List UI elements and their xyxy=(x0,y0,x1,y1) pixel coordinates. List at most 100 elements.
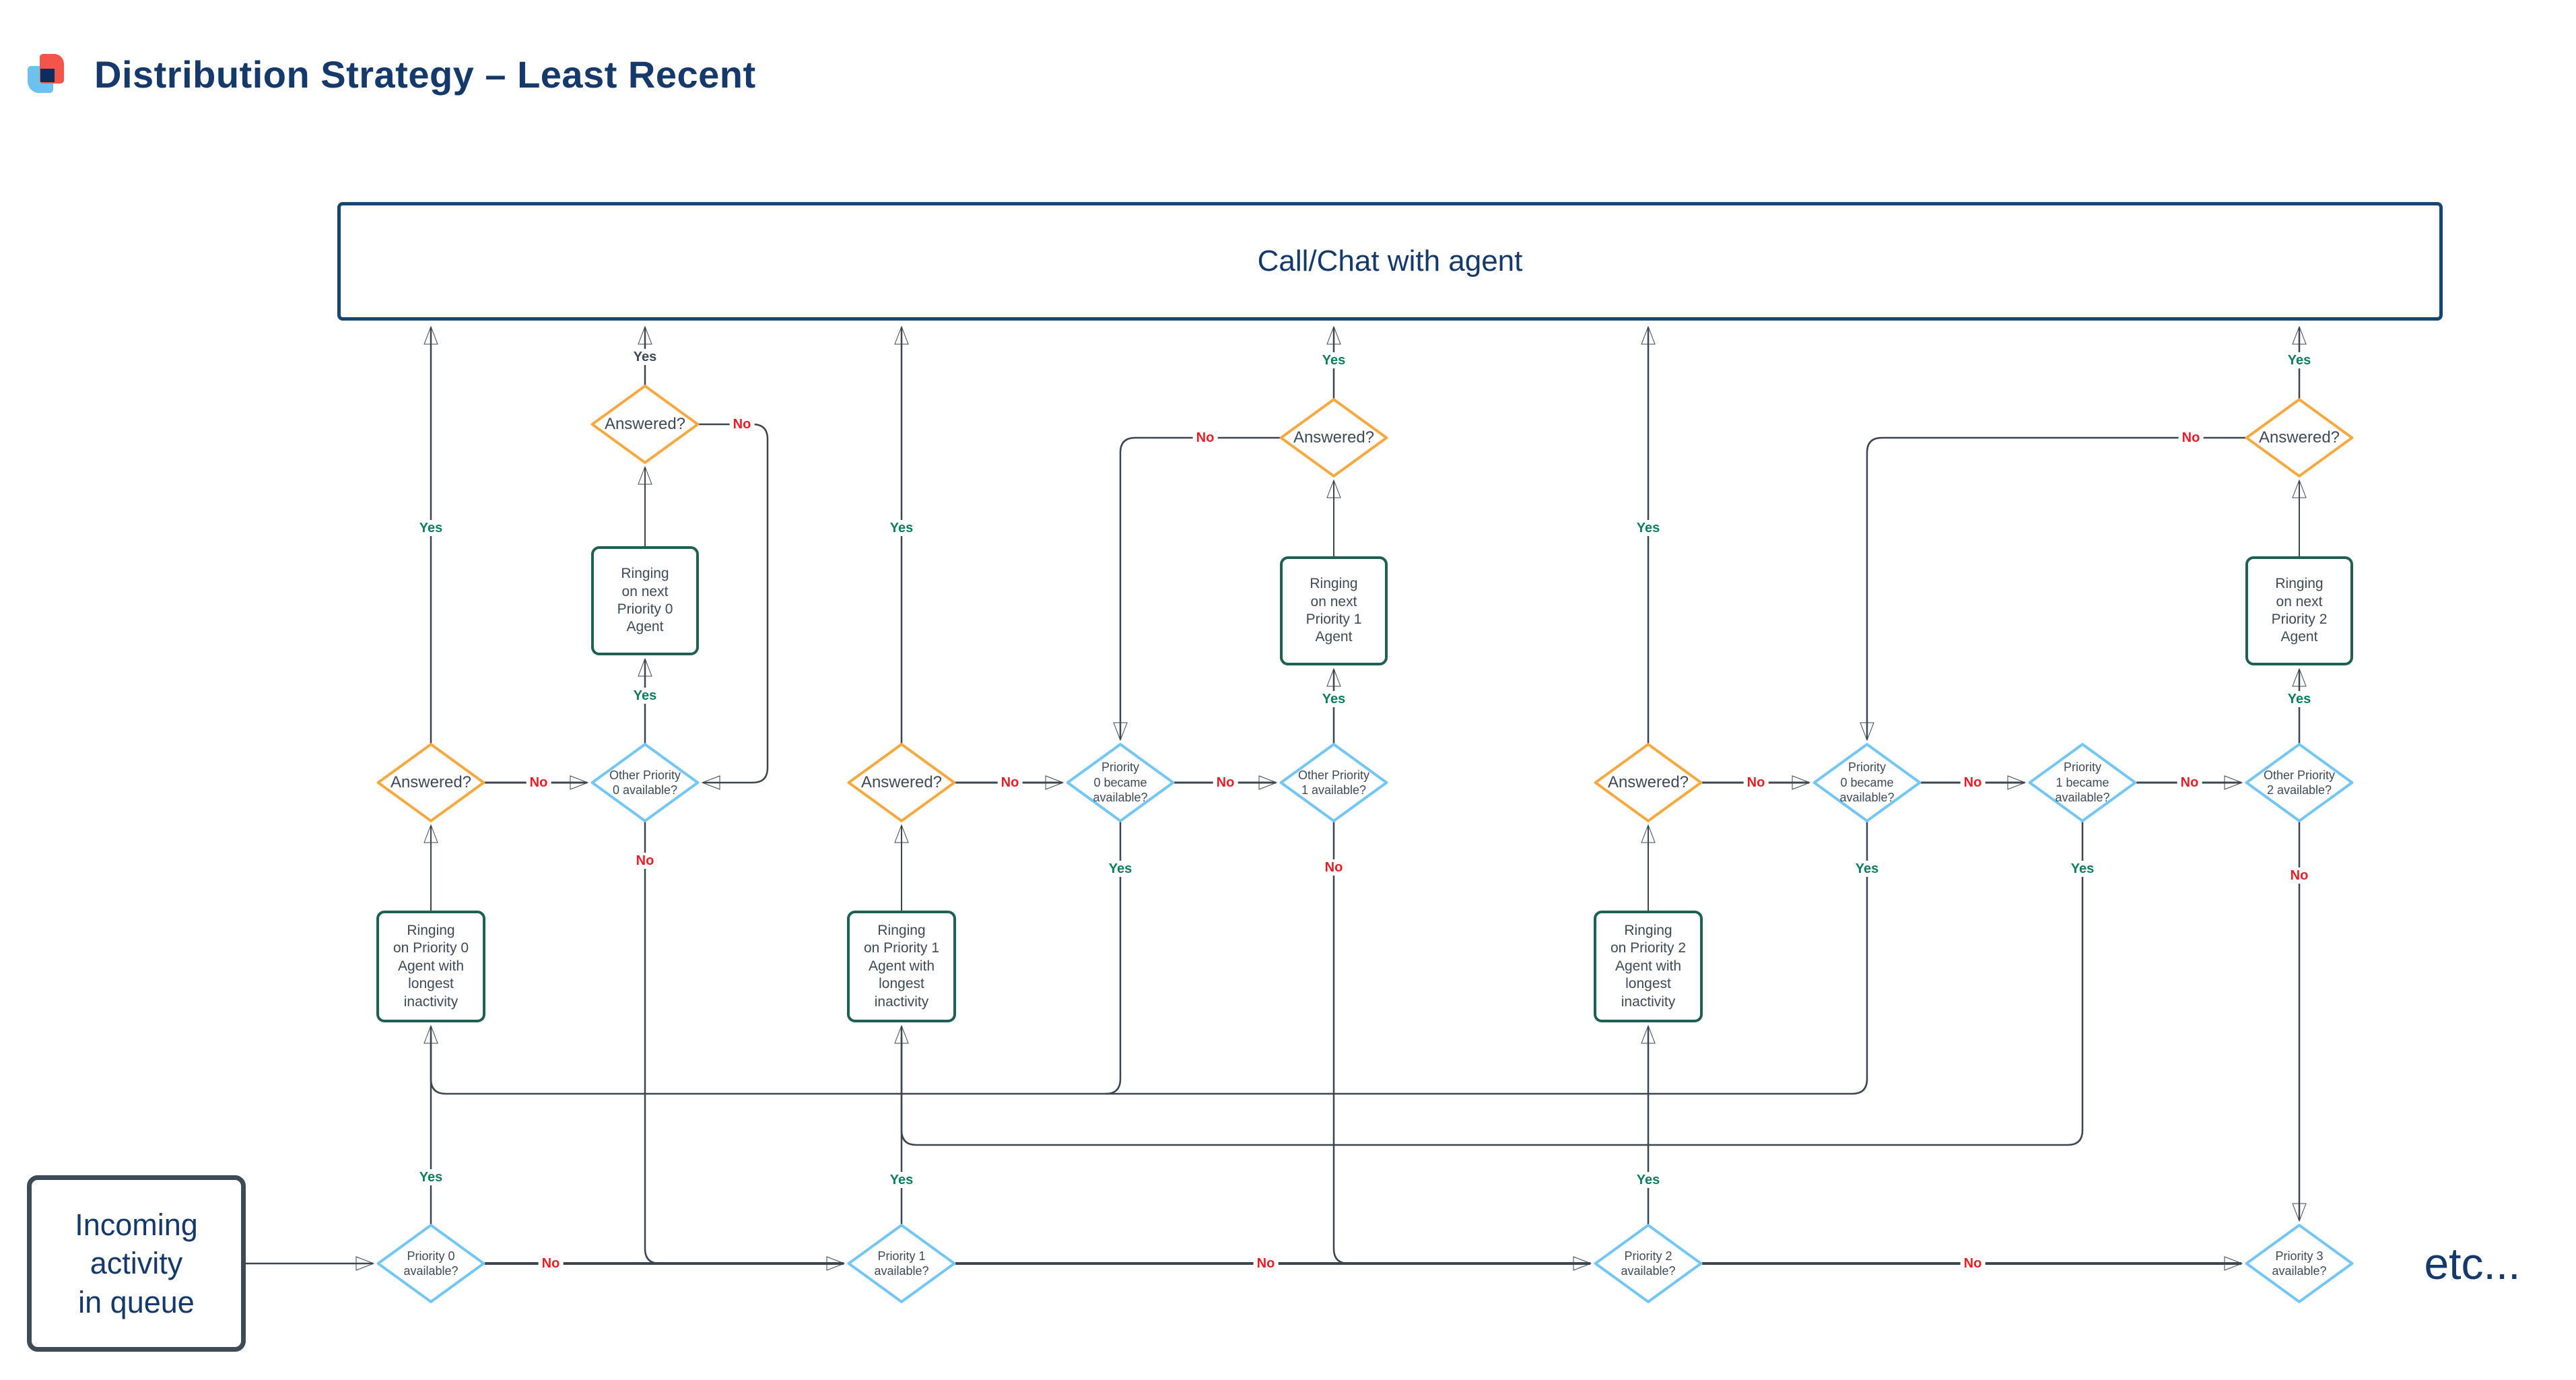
process-label: Ringing on Priority 1 Agent with longest… xyxy=(863,922,940,1010)
edge-label-no-25: No xyxy=(1321,859,1347,876)
edge-label-yes-4: Yes xyxy=(1318,352,1349,368)
edge-label-no-16: No xyxy=(1192,430,1218,446)
edge-label-yes-1: Yes xyxy=(886,520,917,536)
edge-became-p0b-yes-return xyxy=(430,822,1868,1095)
logo xyxy=(28,54,64,93)
diamond-shape xyxy=(2245,399,2353,477)
diamond-shape xyxy=(1280,399,1388,477)
edge-label-yes-10: Yes xyxy=(1852,861,1883,877)
decision-other-priority-1-available: Other Priority 1 available? xyxy=(1280,744,1388,822)
edge-label-no-21: No xyxy=(1743,775,1769,791)
call-chat-label: Call/Chat with agent xyxy=(1257,244,1523,277)
decision-label: Other Priority 2 available? xyxy=(2263,768,2336,797)
process-label: Ringing on Priority 0 Agent with longest… xyxy=(393,922,469,1010)
decision-label: Answered? xyxy=(860,773,943,791)
edge-label-yes-6: Yes xyxy=(630,688,660,704)
diamond-shape xyxy=(848,744,955,822)
process-ringing-priority-2-longest-inactivity: Ringing on Priority 2 Agent with longest… xyxy=(1594,911,1703,1022)
decision-other-priority-0-available: Other Priority 0 available? xyxy=(591,744,699,822)
diamond-shape xyxy=(377,744,485,822)
decision-answered-top-p1: Answered? xyxy=(1280,399,1388,477)
edge-label-no-17: No xyxy=(2178,430,2204,446)
process-ringing-next-priority-1: Ringing on next Priority 1 Agent xyxy=(1280,556,1388,665)
decision-label: Priority 0 became available? xyxy=(1839,760,1895,805)
decision-answered-p2: Answered? xyxy=(1594,744,1702,822)
decision-priority-3-available: Priority 3 available? xyxy=(2245,1224,2353,1303)
edge-label-yes-8: Yes xyxy=(2284,691,2315,707)
edge-label-yes-12: Yes xyxy=(415,1169,446,1185)
diamond-shape xyxy=(848,1224,955,1303)
decision-answered-p1: Answered? xyxy=(848,744,955,822)
decision-priority-0-available: Priority 0 available? xyxy=(377,1224,485,1303)
edge-label-no-19: No xyxy=(997,775,1023,791)
decision-answered-top-p0: Answered? xyxy=(591,385,699,463)
process-label: Ringing on next Priority 0 Agent xyxy=(617,566,673,635)
process-label: Ringing on next Priority 2 Agent xyxy=(2271,576,2328,645)
decision-answered-top-p2: Answered? xyxy=(2245,399,2353,477)
etc-text: etc... xyxy=(2424,1239,2521,1288)
diamond-shape xyxy=(1594,744,1702,822)
decision-label: Priority 3 available? xyxy=(2272,1249,2327,1278)
decision-label: Priority 1 available? xyxy=(874,1249,929,1278)
edge-label-no-22: No xyxy=(1960,775,1986,791)
decision-label: Priority 0 available? xyxy=(403,1249,459,1278)
process-ringing-priority-1-longest-inactivity: Ringing on Priority 1 Agent with longest… xyxy=(847,911,956,1022)
edge-label-no-15: No xyxy=(729,416,755,432)
decision-label: Priority 1 became available? xyxy=(2055,760,2110,805)
decision-label: Other Priority 0 available? xyxy=(609,768,681,797)
decision-label: Answered? xyxy=(1293,428,1375,447)
edge-label-yes-14: Yes xyxy=(1633,1172,1664,1188)
decision-priority-0-became-available-a: Priority 0 became available? xyxy=(1066,744,1174,822)
process-ringing-next-priority-0: Ringing on next Priority 0 Agent xyxy=(591,546,699,655)
decision-priority-0-became-available-b: Priority 0 became available? xyxy=(1813,744,1921,822)
edge-label-yes-3: Yes xyxy=(630,349,660,365)
edge-label-yes-5: Yes xyxy=(2284,352,2315,368)
diamond-shape xyxy=(1066,744,1174,822)
edge-answered-top-p1-no-loop xyxy=(1120,436,1280,740)
diamond-shape xyxy=(1813,744,1921,822)
diamond-shape xyxy=(2029,744,2136,822)
process-ringing-next-priority-2: Ringing on next Priority 2 Agent xyxy=(2245,556,2353,665)
process-ringing-priority-0-longest-inactivity: Ringing on Priority 0 Agent with longest… xyxy=(376,911,485,1022)
edge-other-p0-no-down xyxy=(644,822,660,1265)
decision-label: Answered? xyxy=(604,415,686,433)
terminal-incoming-activity: Incoming activity in queue xyxy=(27,1175,246,1352)
process-label: Ringing on next Priority 1 Agent xyxy=(1306,576,1362,645)
edge-other-p1-no-down xyxy=(1332,822,1349,1265)
edge-answered-top-p0-no-loop xyxy=(699,423,769,783)
edge-label-no-23: No xyxy=(2177,775,2202,791)
edge-label-yes-7: Yes xyxy=(1318,691,1349,707)
decision-priority-2-available: Priority 2 available? xyxy=(1594,1224,1702,1303)
decision-label: Answered? xyxy=(2258,428,2340,447)
decision-label: Other Priority 1 available? xyxy=(1297,768,1370,797)
incoming-label: Incoming activity in queue xyxy=(75,1207,198,1319)
edge-label-no-18: No xyxy=(526,775,551,791)
diamond-shape xyxy=(591,744,699,822)
decision-label: Priority 0 became available? xyxy=(1093,760,1148,805)
decision-priority-1-available: Priority 1 available? xyxy=(848,1224,955,1303)
edge-label-no-20: No xyxy=(1213,775,1238,791)
edge-became-p1-yes-return xyxy=(900,822,2084,1146)
diamond-shape xyxy=(2245,1224,2353,1303)
diamond-shape xyxy=(591,385,699,463)
edge-label-no-27: No xyxy=(538,1255,564,1272)
edge-answered-top-p2-no-loop xyxy=(1867,436,2245,740)
terminal-call-chat: Call/Chat with agent xyxy=(337,202,2443,321)
diamond-shape xyxy=(1280,744,1388,822)
edge-label-yes-0: Yes xyxy=(415,520,446,536)
logo-navy-shape xyxy=(40,69,55,82)
edge-label-no-24: No xyxy=(632,853,658,869)
edge-label-no-29: No xyxy=(1960,1255,1986,1272)
edge-label-yes-2: Yes xyxy=(1633,520,1664,536)
diamond-shape xyxy=(1594,1224,1702,1303)
decision-label: Answered? xyxy=(1607,773,1689,791)
decision-answered-p0: Answered? xyxy=(377,744,485,822)
decision-label: Priority 2 available? xyxy=(1621,1249,1676,1278)
diamond-shape xyxy=(377,1224,485,1303)
edge-label-yes-9: Yes xyxy=(1105,861,1136,877)
edge-label-yes-11: Yes xyxy=(2067,861,2098,877)
edge-label-no-28: No xyxy=(1253,1255,1279,1272)
page-title: Distribution Strategy – Least Recent xyxy=(94,53,756,96)
process-label: Ringing on Priority 2 Agent with longest… xyxy=(1610,922,1687,1010)
